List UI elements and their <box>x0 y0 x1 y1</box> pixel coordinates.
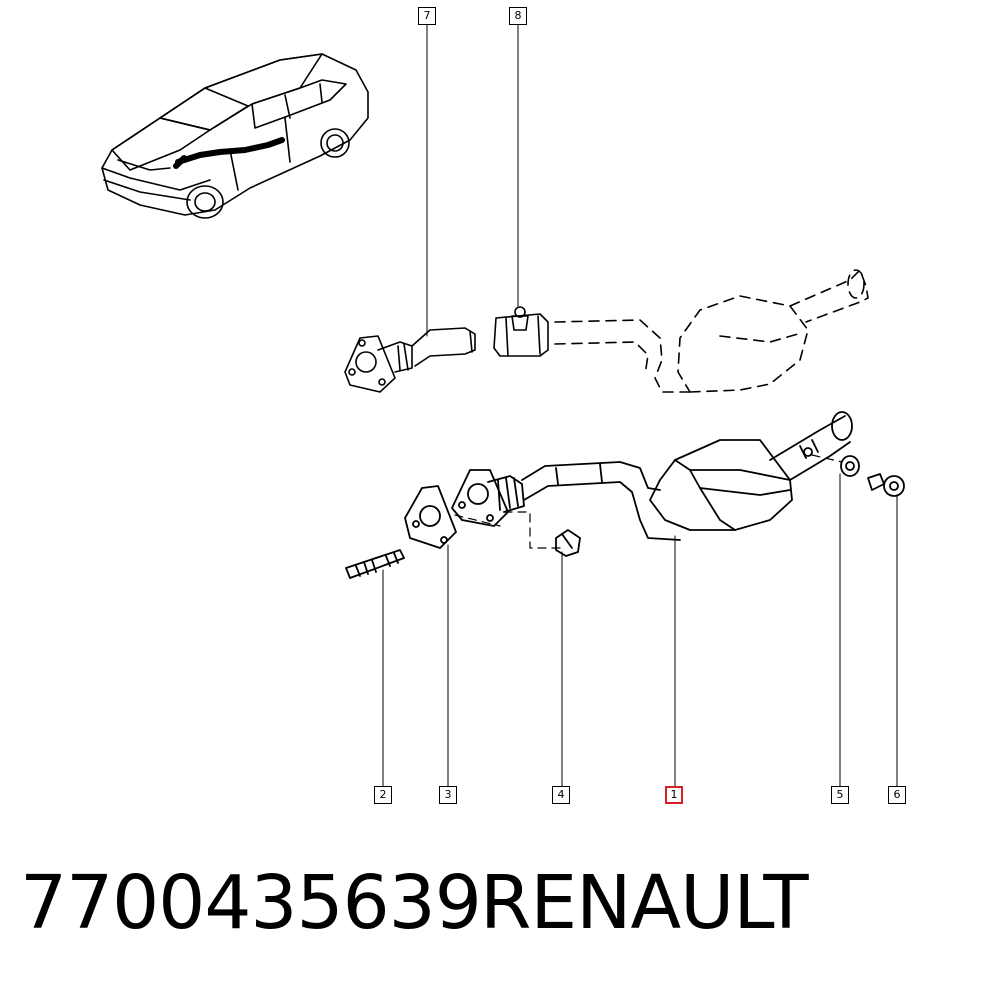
gasket-part <box>404 485 457 549</box>
stud-part <box>345 549 405 579</box>
callout-5: 5 <box>831 786 849 804</box>
callout-1: 1 <box>665 786 683 804</box>
washer-part <box>840 455 860 477</box>
callout-3: 3 <box>439 786 457 804</box>
part-number: 7700435639 <box>20 860 482 946</box>
callout-7: 7 <box>418 7 436 25</box>
callout-8: 8 <box>509 7 527 25</box>
brand-name: RENAULT <box>480 860 809 946</box>
callout-6: 6 <box>888 786 906 804</box>
leader-lines <box>382 24 898 788</box>
main-assembly <box>451 411 853 549</box>
car-illustration <box>101 53 369 219</box>
callout-2: 2 <box>374 786 392 804</box>
nut-part <box>555 529 581 557</box>
callout-4: 4 <box>552 786 570 804</box>
upper-assembly <box>344 269 869 393</box>
bolt-part <box>867 473 905 497</box>
